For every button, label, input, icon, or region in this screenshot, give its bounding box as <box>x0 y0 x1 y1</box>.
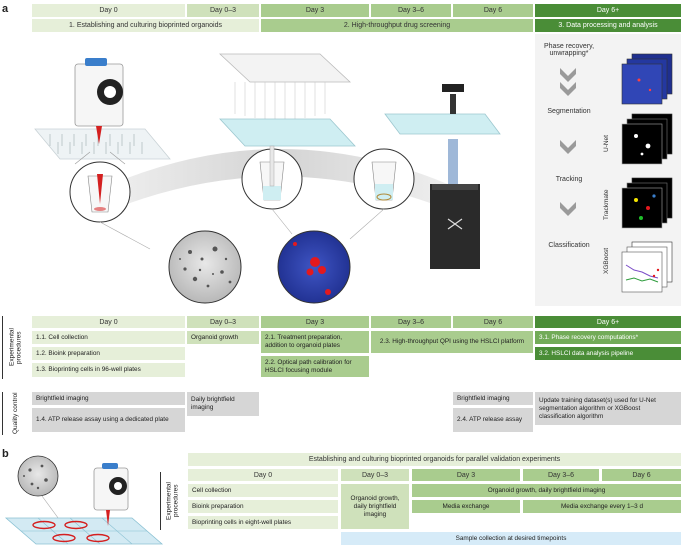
b-day-3-6: Day 3–6 <box>523 469 599 481</box>
top-day-6: Day 6 <box>453 4 533 17</box>
proc-day-3: Day 3 <box>261 316 369 328</box>
b-organoid-growth-imaging: Organoid growth, daily brightfield imagi… <box>341 484 409 529</box>
chevron-down-icon <box>560 82 576 96</box>
chevron-down-icon <box>560 202 576 216</box>
step-optical-calibration: 2.2. Optical path calibration for HSLCI … <box>261 356 369 377</box>
bioprinter-plate-1 <box>34 58 171 160</box>
tool-xgboost: XGBoost <box>603 247 610 274</box>
panel-label-b: b <box>2 448 9 460</box>
step-bioink-preparation: 1.2. Bioink preparation <box>32 347 185 360</box>
stage-3: 3. Data processing and analysis <box>535 19 681 32</box>
tracking-image-stack <box>621 177 673 229</box>
b-media-exchange: Media exchange <box>412 500 520 513</box>
classification-plot-stack <box>621 241 673 293</box>
b-day-0-3: Day 0–3 <box>341 469 409 481</box>
top-day-3: Day 3 <box>261 4 369 17</box>
b-bioprinting-8: Bioprinting cells in eight-well plates <box>188 516 338 529</box>
phase-image-stack <box>621 53 673 105</box>
b-day-3: Day 3 <box>412 469 520 481</box>
workflow-illustration <box>34 53 501 304</box>
tool-unet: U-Net <box>603 135 610 152</box>
step-tracking: Tracking <box>555 176 583 183</box>
top-day-3-6: Day 3–6 <box>371 4 451 17</box>
panel-label-a: a <box>2 3 9 15</box>
step-classification: Classification <box>548 242 590 249</box>
top-day-6-plus: Day 6+ <box>535 4 681 17</box>
qpi-phase-image <box>271 208 385 304</box>
proc-day-0: Day 0 <box>32 316 185 328</box>
qc-brightfield-imaging: Brightfield imaging <box>32 392 185 405</box>
experimental-procedures-label: Experimental procedures <box>2 316 28 379</box>
step-bioprinting-96: 1.3. Bioprinting cells in 96-well plates <box>32 363 185 377</box>
b-sample-collection: Sample collection at desired timepoints <box>341 532 681 545</box>
brightfield-image <box>99 221 242 304</box>
pipeline-chevrons <box>560 68 576 216</box>
qc-daily-brightfield: Daily brightfield imaging <box>187 392 259 416</box>
qc-update-training: Update training dataset(s) used for U-Ne… <box>535 392 681 425</box>
qc-brightfield-day6: Brightfield imaging <box>453 392 533 405</box>
step-phase-recovery-computations: 3.1. Phase recovery computations* <box>535 331 681 344</box>
b-title-bar: Establishing and culturing bioprinted or… <box>188 453 681 466</box>
proc-day-6: Day 6 <box>453 316 533 328</box>
zoom-well-1 <box>69 151 131 223</box>
proc-day-6-plus: Day 6+ <box>535 316 681 328</box>
step-treatment-preparation: 2.1. Treatment preparation, addition to … <box>261 331 369 353</box>
b-cell-collection: Cell collection <box>188 484 338 497</box>
qc-atp-release: 2.4. ATP release assay <box>453 408 533 432</box>
step-hslci-analysis: 3.2. HSLCI data analysis pipeline <box>535 347 681 360</box>
segmentation-image-stack <box>621 113 673 165</box>
b-media-exchange-periodic: Media exchange every 1–3 d <box>523 500 681 513</box>
stage-1: 1. Establishing and culturing bioprinted… <box>32 19 259 32</box>
step-cell-collection: 1.1. Cell collection <box>32 331 185 344</box>
zoom-well-3 <box>353 148 415 210</box>
step-organoid-growth: Organoid growth <box>187 331 259 344</box>
chevron-down-icon <box>560 68 576 82</box>
stage-2: 2. High-throughput drug screening <box>261 19 533 32</box>
top-day-0-3: Day 0–3 <box>187 4 259 17</box>
step-high-throughput-qpi: 2.3. High-throughput QPI using the HSLCI… <box>371 331 533 353</box>
b-day-6: Day 6 <box>602 469 681 481</box>
proc-day-0-3: Day 0–3 <box>187 316 259 328</box>
b-growth-span: Organoid growth, daily brightfield imagi… <box>412 484 681 497</box>
qc-atp-release-dedicated: 1.4. ATP release assay using a dedicated… <box>32 408 185 432</box>
quality-control-label: Quality control <box>2 392 28 435</box>
eight-well-illustration <box>4 455 164 545</box>
proc-day-3-6: Day 3–6 <box>371 316 451 328</box>
pipeline-image-stacks <box>621 53 673 293</box>
step-segmentation: Segmentation <box>547 108 591 115</box>
microscope-plate-3 <box>384 84 501 269</box>
pipette-plate-2 <box>218 53 356 147</box>
b-bioink-preparation: Bioink preparation <box>188 500 338 513</box>
b-day-0: Day 0 <box>188 469 338 481</box>
top-day-0: Day 0 <box>32 4 185 17</box>
tool-trackmate: Trackmate <box>603 189 610 220</box>
b-experimental-procedures-label: Experimental procedures <box>160 472 184 530</box>
chevron-down-icon <box>560 140 576 154</box>
step-phase-recovery: Phase recovery, unwrapping* <box>543 43 595 57</box>
